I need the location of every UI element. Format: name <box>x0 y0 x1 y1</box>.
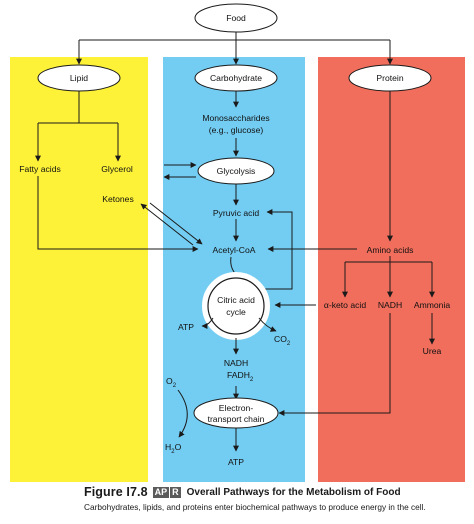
food-label: Food <box>226 13 246 23</box>
cycle-atp-label: ATP <box>178 322 194 332</box>
figure-caption: Figure I7.8 AP R Overall Pathways for th… <box>84 485 470 512</box>
apr-badge-ap: AP <box>152 486 170 498</box>
protein-connectors <box>267 91 435 416</box>
glycerol-label: Glycerol <box>101 164 133 174</box>
alpha-keto-acid-label: α-keto acid <box>324 300 366 310</box>
food-node <box>194 3 278 33</box>
lipid-column <box>10 57 148 482</box>
cycle-label: cycle <box>226 307 246 317</box>
lipid-connectors <box>35 91 199 252</box>
pyruvic-acid-label: Pyruvic acid <box>213 208 260 218</box>
protein-column <box>318 57 465 482</box>
h2o-label: H2O <box>165 442 182 455</box>
food-branch-connectors <box>76 32 393 65</box>
amino-acids-label: Amino acids <box>367 245 414 255</box>
carbohydrate-node <box>194 64 278 92</box>
ammonia-label: Ammonia <box>414 300 451 310</box>
citric-acid-cycle-node <box>207 277 265 335</box>
caption-header: Figure I7.8 AP R Overall Pathways for th… <box>84 485 470 499</box>
citric-acid-cycle-ring <box>202 272 270 340</box>
cycle-atp-arrow <box>201 317 214 329</box>
figure-number: Figure I7.8 <box>84 485 148 499</box>
electron-transport-chain-node <box>193 397 279 429</box>
oxygen-to-water-arrow <box>177 389 188 438</box>
protein-nadh-label: NADH <box>378 300 402 310</box>
figure-description: Carbohydrates, lipids, and proteins ente… <box>84 502 426 512</box>
glycerol-ketone-connectors <box>140 162 203 246</box>
lipid-node <box>37 64 121 92</box>
figure-title: Overall Pathways for the Metabolism of F… <box>186 486 401 498</box>
monosaccharides-label: Monosaccharides <box>202 113 269 123</box>
etc-label-line2: transport chain <box>208 414 265 424</box>
pyruvic-return-arrow <box>260 209 293 290</box>
glycolysis-label: Glycolysis <box>217 166 256 176</box>
o2-label: O2 <box>166 376 177 389</box>
cycle-co2-arrow <box>258 317 277 332</box>
protein-node <box>348 64 432 92</box>
monosaccharides-example: (e.g., glucose) <box>209 125 264 135</box>
nadh-label: NADH <box>224 358 248 368</box>
protein-label: Protein <box>376 73 403 83</box>
urea-label: Urea <box>423 346 442 356</box>
acetyl-coa-label: Acetyl-CoA <box>213 245 256 255</box>
carbohydrate-label: Carbohydrate <box>210 73 262 83</box>
etc-label-line1: Electron- <box>219 403 254 413</box>
lipid-label: Lipid <box>70 73 88 83</box>
final-atp-label: ATP <box>228 457 244 467</box>
glycolysis-node <box>197 157 275 185</box>
fatty-acids-label: Fatty acids <box>19 164 61 174</box>
co2-label: CO2 <box>274 334 291 347</box>
fadh2-label: FADH2 <box>227 370 254 383</box>
apr-badge-r: R <box>170 486 181 498</box>
ketones-label: Ketones <box>102 194 134 204</box>
citric-acid-label: Citric acid <box>217 295 255 305</box>
